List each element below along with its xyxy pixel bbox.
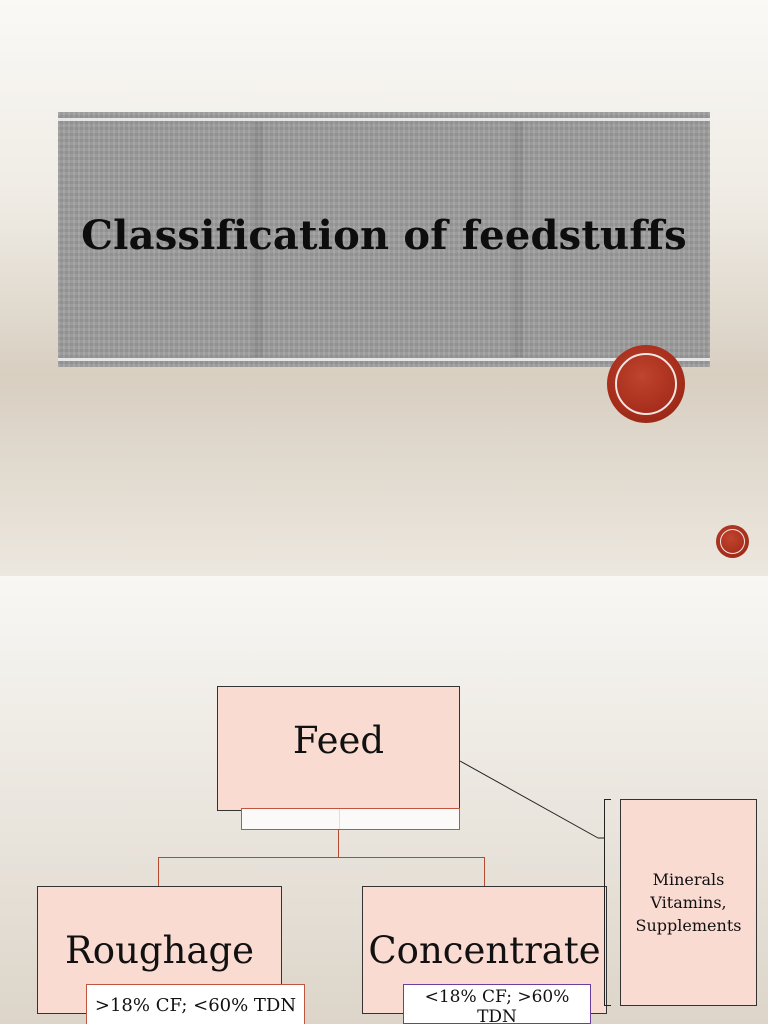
feed-box: Feed <box>217 686 460 811</box>
banner-panel-divider <box>513 122 523 357</box>
roughage-criteria: >18% CF; <60% TDN <box>86 984 305 1024</box>
title-slide: Classification of feedstuffs <box>0 0 768 576</box>
title-banner <box>58 112 710 367</box>
banner-bottom-stripe <box>58 358 710 361</box>
diagram-slide: Feed Roughage Concentrate Minerals Vitam… <box>0 576 768 1024</box>
tree-connector-vertical <box>338 829 339 858</box>
feed-underbar <box>241 808 460 830</box>
feed-label: Feed <box>292 719 385 762</box>
concentrate-criteria: <18% CF; >60% TDN <box>403 984 591 1024</box>
minerals-text: Minerals <box>652 870 725 889</box>
side-bracket <box>604 799 611 1006</box>
supplements-box: Minerals Vitamins, Supplements <box>620 799 757 1006</box>
decorative-circle-small <box>716 525 749 558</box>
roughage-label: Roughage <box>64 928 255 972</box>
concentrate-criteria-line2: TDN <box>477 1007 517 1024</box>
tree-connector-right <box>484 857 485 886</box>
banner-panel-divider <box>253 122 263 357</box>
decorative-circle-large <box>607 345 685 423</box>
tree-connector-left <box>158 857 159 886</box>
concentrate-label: Concentrate <box>368 928 601 972</box>
concentrate-criteria-line1: <18% CF; >60% <box>424 987 570 1007</box>
slide-title: Classification of feedstuffs <box>81 212 687 259</box>
supplements-text: Supplements <box>635 916 742 935</box>
underbar-divider <box>339 809 340 829</box>
vitamins-text: Vitamins, <box>650 893 727 912</box>
tree-connector-horizontal <box>158 857 485 858</box>
banner-top-stripe <box>58 118 710 121</box>
